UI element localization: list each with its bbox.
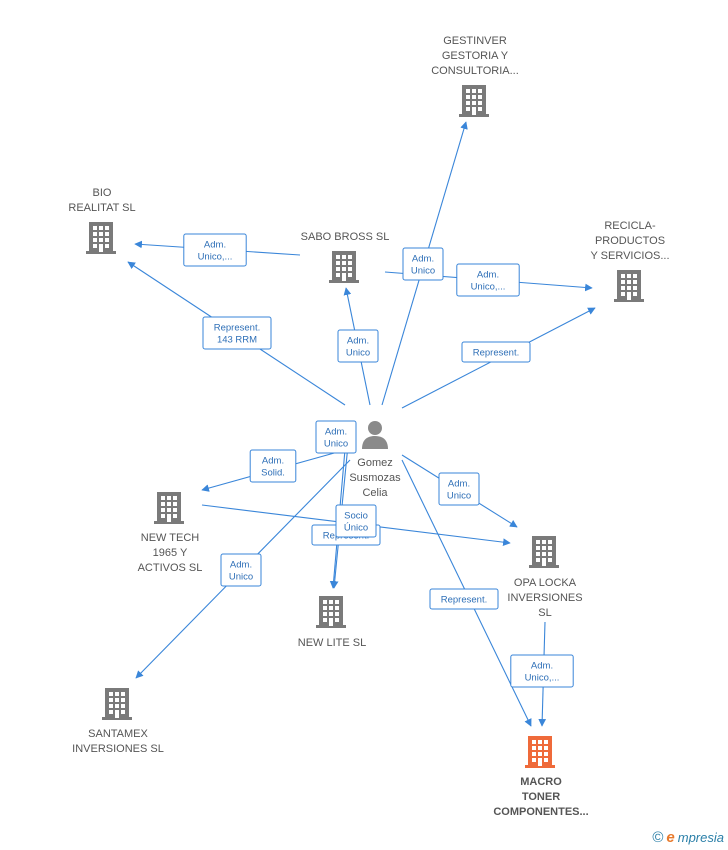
node-label: OPA LOCKA bbox=[514, 577, 577, 589]
edge-label-box bbox=[429, 588, 499, 610]
node-label: GESTORIA Y bbox=[442, 50, 509, 62]
node-label: SANTAMEX bbox=[88, 728, 148, 740]
node-opa[interactable]: OPA LOCKA INVERSIONES SL bbox=[507, 536, 583, 619]
building-icon bbox=[525, 736, 555, 768]
node-label: INVERSIONES SL bbox=[72, 743, 164, 755]
edge-label-text: Unico bbox=[324, 439, 348, 450]
building-icon bbox=[102, 688, 132, 720]
edge-label-text: Adm. bbox=[262, 456, 284, 467]
edge-label-person-macro[interactable]: Represent. bbox=[429, 588, 499, 610]
edge-label-text: Adm. bbox=[448, 479, 470, 490]
edge-label-box bbox=[510, 654, 574, 688]
edge-label-text: Adm. bbox=[230, 560, 252, 571]
node-sabo[interactable]: SABO BROSS SL bbox=[301, 231, 390, 283]
edge-label-person-santamex[interactable]: Adm.Unico bbox=[220, 553, 262, 587]
node-label: PRODUCTOS bbox=[595, 235, 665, 247]
building-icon bbox=[614, 270, 644, 302]
node-recicla[interactable]: RECICLA- PRODUCTOS Y SERVICIOS... bbox=[590, 220, 670, 302]
building-icon bbox=[329, 251, 359, 283]
node-label: 1965 Y bbox=[153, 547, 188, 559]
node-bio[interactable]: BIO REALITAT SL bbox=[68, 187, 136, 254]
edge-label-box bbox=[249, 449, 297, 483]
node-label: Y SERVICIOS... bbox=[590, 250, 669, 262]
edge-label-box bbox=[438, 472, 480, 506]
node-label: REALITAT SL bbox=[68, 202, 135, 214]
edge-label-box bbox=[315, 420, 357, 454]
copyright-symbol: © bbox=[652, 829, 664, 846]
node-label: NEW LITE SL bbox=[298, 637, 366, 649]
edge-label-text: Represent. bbox=[214, 323, 260, 334]
edge-label-text: Solid. bbox=[261, 468, 285, 479]
node-gestinver[interactable]: GESTINVER GESTORIA Y CONSULTORIA... bbox=[431, 35, 519, 117]
node-label: Celia bbox=[362, 487, 388, 499]
node-label: INVERSIONES bbox=[507, 592, 582, 604]
edge-label-text: Unico bbox=[447, 491, 471, 502]
edge-label-text: Unico bbox=[346, 348, 370, 359]
edge-label-box bbox=[335, 504, 377, 538]
edge-label-text: Unico bbox=[411, 266, 435, 277]
node-label: SABO BROSS SL bbox=[301, 231, 390, 243]
node-label: SL bbox=[538, 607, 551, 619]
brand-name: mpresia bbox=[677, 830, 724, 845]
node-label: TONER bbox=[522, 791, 560, 803]
node-label: BIO bbox=[93, 187, 112, 199]
edge-label-text: 143 RRM bbox=[217, 335, 257, 346]
edge-label-box bbox=[337, 329, 379, 363]
edge-label-text: Adm. bbox=[204, 240, 226, 251]
edge-label-text: Adm. bbox=[531, 661, 553, 672]
edge-label-box bbox=[183, 233, 247, 267]
node-newlite[interactable]: NEW LITE SL bbox=[298, 596, 366, 649]
edge-label-text: Represent. bbox=[473, 348, 519, 359]
node-macro[interactable]: MACRO TONER COMPONENTES... bbox=[493, 736, 589, 818]
edge-label-sabo-recicla[interactable]: Adm.Unico,... bbox=[456, 263, 520, 297]
edge-label-person-bio[interactable]: Represent.143 RRM bbox=[202, 316, 272, 350]
node-newtech[interactable]: NEW TECH 1965 Y ACTIVOS SL bbox=[138, 492, 203, 574]
edge-label-person-opa[interactable]: Adm.Unico bbox=[438, 472, 480, 506]
person-icon bbox=[362, 421, 388, 449]
node-label: GESTINVER bbox=[443, 35, 507, 47]
brand-initial: e bbox=[666, 829, 675, 846]
node-label: RECICLA- bbox=[604, 220, 656, 232]
edge-label-person-gestinver[interactable]: Adm.Unico bbox=[402, 247, 444, 281]
node-label: NEW TECH bbox=[141, 532, 200, 544]
edge-label-box bbox=[402, 247, 444, 281]
building-icon bbox=[529, 536, 559, 568]
edge-label-text: Adm. bbox=[477, 270, 499, 281]
edge-label-text: Unico,... bbox=[525, 673, 560, 684]
edge-label-person-newlite[interactable]: Adm.Unico bbox=[315, 420, 357, 454]
edge-label-person-recicla[interactable]: Represent. bbox=[461, 341, 531, 363]
edge-label-person-sabo[interactable]: Adm.Unico bbox=[337, 329, 379, 363]
edge-label-text: Adm. bbox=[347, 336, 369, 347]
edge-label-opa-macro[interactable]: Adm.Unico,... bbox=[510, 654, 574, 688]
node-label: Susmozas bbox=[349, 472, 401, 484]
edge-label-box bbox=[220, 553, 262, 587]
building-icon bbox=[86, 222, 116, 254]
edge-label-text: Unico bbox=[229, 572, 253, 583]
edge-label-text: Represent. bbox=[441, 595, 487, 606]
edge-label-box bbox=[456, 263, 520, 297]
building-icon bbox=[459, 85, 489, 117]
node-label: ACTIVOS SL bbox=[138, 562, 203, 574]
edge-label-box bbox=[202, 316, 272, 350]
node-label: COMPONENTES... bbox=[493, 806, 588, 818]
edge-label-text: Adm. bbox=[412, 254, 434, 265]
edge-label-text: Único bbox=[344, 523, 368, 534]
edge-label-box bbox=[461, 341, 531, 363]
edge-label-text: Socio bbox=[344, 511, 368, 522]
node-label: Gomez bbox=[357, 457, 392, 469]
edge-label-text: Unico,... bbox=[471, 282, 506, 293]
node-label: MACRO bbox=[520, 776, 562, 788]
node-label: CONSULTORIA... bbox=[431, 65, 519, 77]
edge-label-sabo-bio[interactable]: Adm.Unico,... bbox=[183, 233, 247, 267]
edge-label-person-newtech[interactable]: Adm.Solid. bbox=[249, 449, 297, 483]
edge-label-text: Unico,... bbox=[198, 252, 233, 263]
node-santamex[interactable]: SANTAMEX INVERSIONES SL bbox=[72, 688, 164, 755]
building-icon bbox=[154, 492, 184, 524]
edge-label-text: Adm. bbox=[325, 427, 347, 438]
building-icon bbox=[316, 596, 346, 628]
